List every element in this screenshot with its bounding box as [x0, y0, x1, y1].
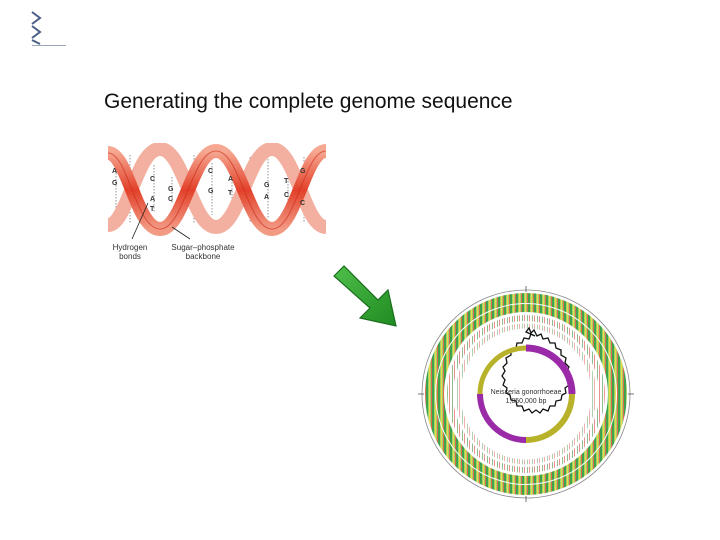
svg-text:T: T [150, 206, 155, 213]
svg-text:A: A [228, 176, 233, 183]
svg-text:T: T [284, 178, 289, 185]
institution-logo [31, 11, 42, 45]
svg-text:A: A [112, 168, 117, 175]
svg-text:C: C [284, 192, 289, 199]
genome-size-label: 1,850,000 bp [505, 398, 547, 405]
svg-text:G: G [208, 188, 214, 195]
svg-text:G: G [300, 168, 306, 175]
svg-text:T: T [228, 190, 233, 197]
svg-text:C: C [150, 176, 155, 183]
dna-helix-image: AG CAT GC CG AT GA TC GC [108, 143, 326, 240]
logo-divider [32, 45, 66, 46]
svg-text:C: C [168, 196, 173, 203]
down-right-arrow-icon [333, 265, 397, 327]
slide-title: Generating the complete genome sequence [104, 90, 513, 113]
svg-text:C: C [208, 168, 213, 175]
genome-center-label: Neisseria gonorrhoeae 1,850,000 bp [414, 388, 638, 406]
circular-genome-map-image [418, 286, 634, 502]
svg-text:G: G [168, 186, 174, 193]
svg-text:A: A [150, 196, 155, 203]
backbone-label: Sugar–phosphate backbone [171, 243, 235, 261]
svg-text:G: G [264, 182, 270, 189]
svg-text:G: G [112, 180, 118, 187]
svg-text:A: A [264, 194, 269, 201]
hydrogen-bonds-label: Hydrogen bonds [112, 243, 148, 261]
genome-organism-label: Neisseria gonorrhoeae [490, 389, 562, 396]
svg-text:C: C [300, 200, 305, 207]
